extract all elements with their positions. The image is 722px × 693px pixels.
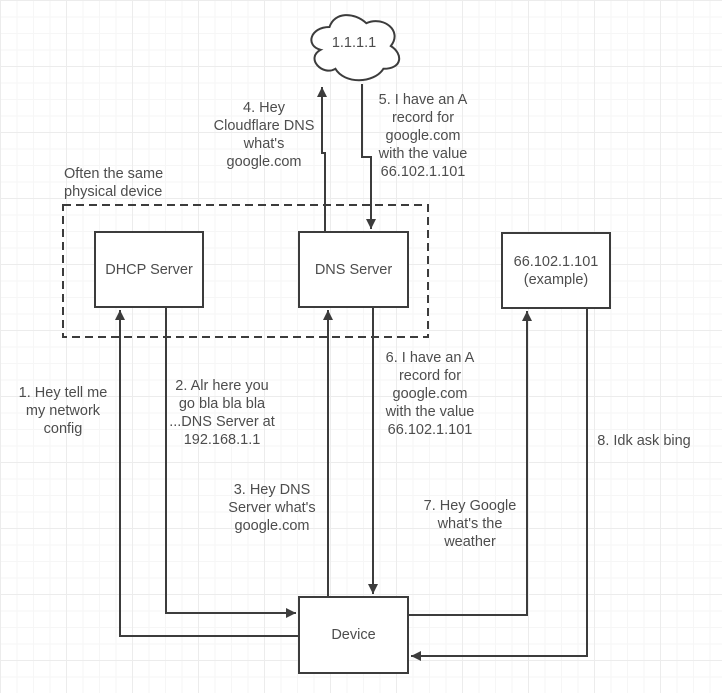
message-5-label: 5. I have an A record for google.com wit… [378, 92, 468, 180]
message-4-label: 4. Hey Cloudflare DNS what's google.com [213, 100, 315, 170]
message-8-label: 8. Idk ask bing [597, 433, 691, 449]
connector-msg8-example-to-device [411, 309, 588, 661]
internet-cloud-shape [310, 14, 401, 82]
connector-msg2-dhcp-to-device [165, 308, 296, 618]
same-device-group-label: Often the same physical device [64, 166, 164, 200]
connector-msg1-device-to-dhcp [115, 310, 298, 637]
message-6-label: 6. I have an A record for google.com wit… [385, 350, 475, 438]
connector-msg7-device-to-example [409, 311, 532, 616]
device-node: Device [298, 596, 409, 674]
connector-msg5-cloud-to-dns [361, 84, 376, 229]
internet-cloud-label: 1.1.1.1 [331, 35, 377, 51]
example-ip-node: 66.102.1.101 (example) [501, 232, 611, 309]
connector-msg4-dns-to-cloud [317, 87, 327, 231]
message-1-label: 1. Hey tell me my network config [18, 385, 108, 437]
message-3-label: 3. Hey DNS Server what's google.com [228, 482, 316, 534]
message-7-label: 7. Hey Google what's the weather [423, 498, 517, 550]
message-2-label: 2. Alr here you go bla bla bla ...DNS Se… [169, 378, 275, 448]
dhcp-server-node: DHCP Server [94, 231, 204, 308]
dns-server-node: DNS Server [298, 231, 409, 308]
same-device-group-outline [62, 204, 429, 338]
